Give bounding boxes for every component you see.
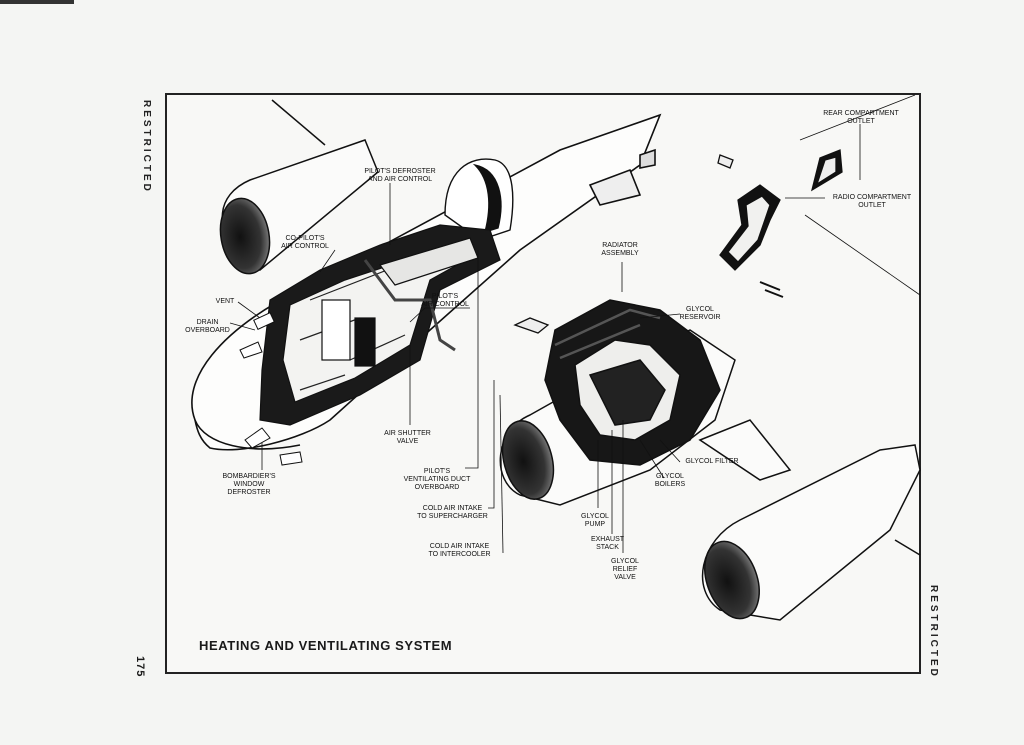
label-glycol-filter: GLYCOL FILTER (685, 458, 739, 465)
label-drain-overboard: DRAIN OVERBOARD (185, 319, 230, 334)
nose-details (239, 312, 303, 466)
label-exhaust-stack: EXHAUST STACK (590, 536, 625, 551)
right-engine-nacelle (701, 444, 921, 621)
diagram-title: HEATING AND VENTILATING SYSTEM (199, 638, 453, 653)
cockpit-canopy (444, 158, 514, 241)
label-radio-compartment-outlet: RADIO COMPARTMENT OUTLET (832, 194, 912, 209)
scan-edge-mark (0, 0, 74, 4)
label-glycol-boilers: GLYCOL BOILERS (654, 473, 686, 488)
label-vent: VENT (215, 298, 235, 305)
label-bombardiers-window-defroster: BOMBARDIER'S WINDOW DEFROSTER (222, 473, 276, 496)
restricted-marker-right: RESTRICTED (928, 585, 939, 679)
label-pilots-air-control: PILOT'S AIR CONTROL (421, 293, 469, 308)
label-radiator-assembly: RADIATOR ASSEMBLY (601, 242, 639, 257)
fuselage-cutaway (259, 224, 501, 426)
label-cold-air-intake-supercharger: COLD AIR INTAKE TO SUPERCHARGER (417, 505, 488, 520)
rear-compartment-ducts (513, 94, 921, 334)
label-cold-air-intake-intercooler: COLD AIR INTAKE TO INTERCOOLER (428, 543, 491, 558)
center-engine-nacelle (499, 299, 792, 506)
label-glycol-relief-valve: GLYCOL RELIEF VALVE (611, 558, 639, 581)
restricted-marker-left: RESTRICTED (141, 100, 152, 194)
left-engine-nacelle (219, 99, 379, 275)
label-pilots-ventilating-duct: PILOT'S VENTILATING DUCT OVERBOARD (403, 468, 471, 491)
label-air-shutter-valve: AIR SHUTTER VALVE (384, 430, 431, 445)
label-glycol-pump: GLYCOL PUMP (581, 513, 609, 528)
label-rear-compartment-outlet: REAR COMPARTMENT OUTLET (823, 110, 899, 125)
label-pilots-defroster: PILOT'S DEFROSTER AND AIR CONTROL (364, 168, 436, 183)
label-glycol-reservoir: GLYCOL RESERVOIR (679, 306, 721, 321)
label-copilots-air-control: CO-PILOT'S AIR CONTROL (281, 235, 329, 250)
leader-lines (229, 124, 861, 554)
